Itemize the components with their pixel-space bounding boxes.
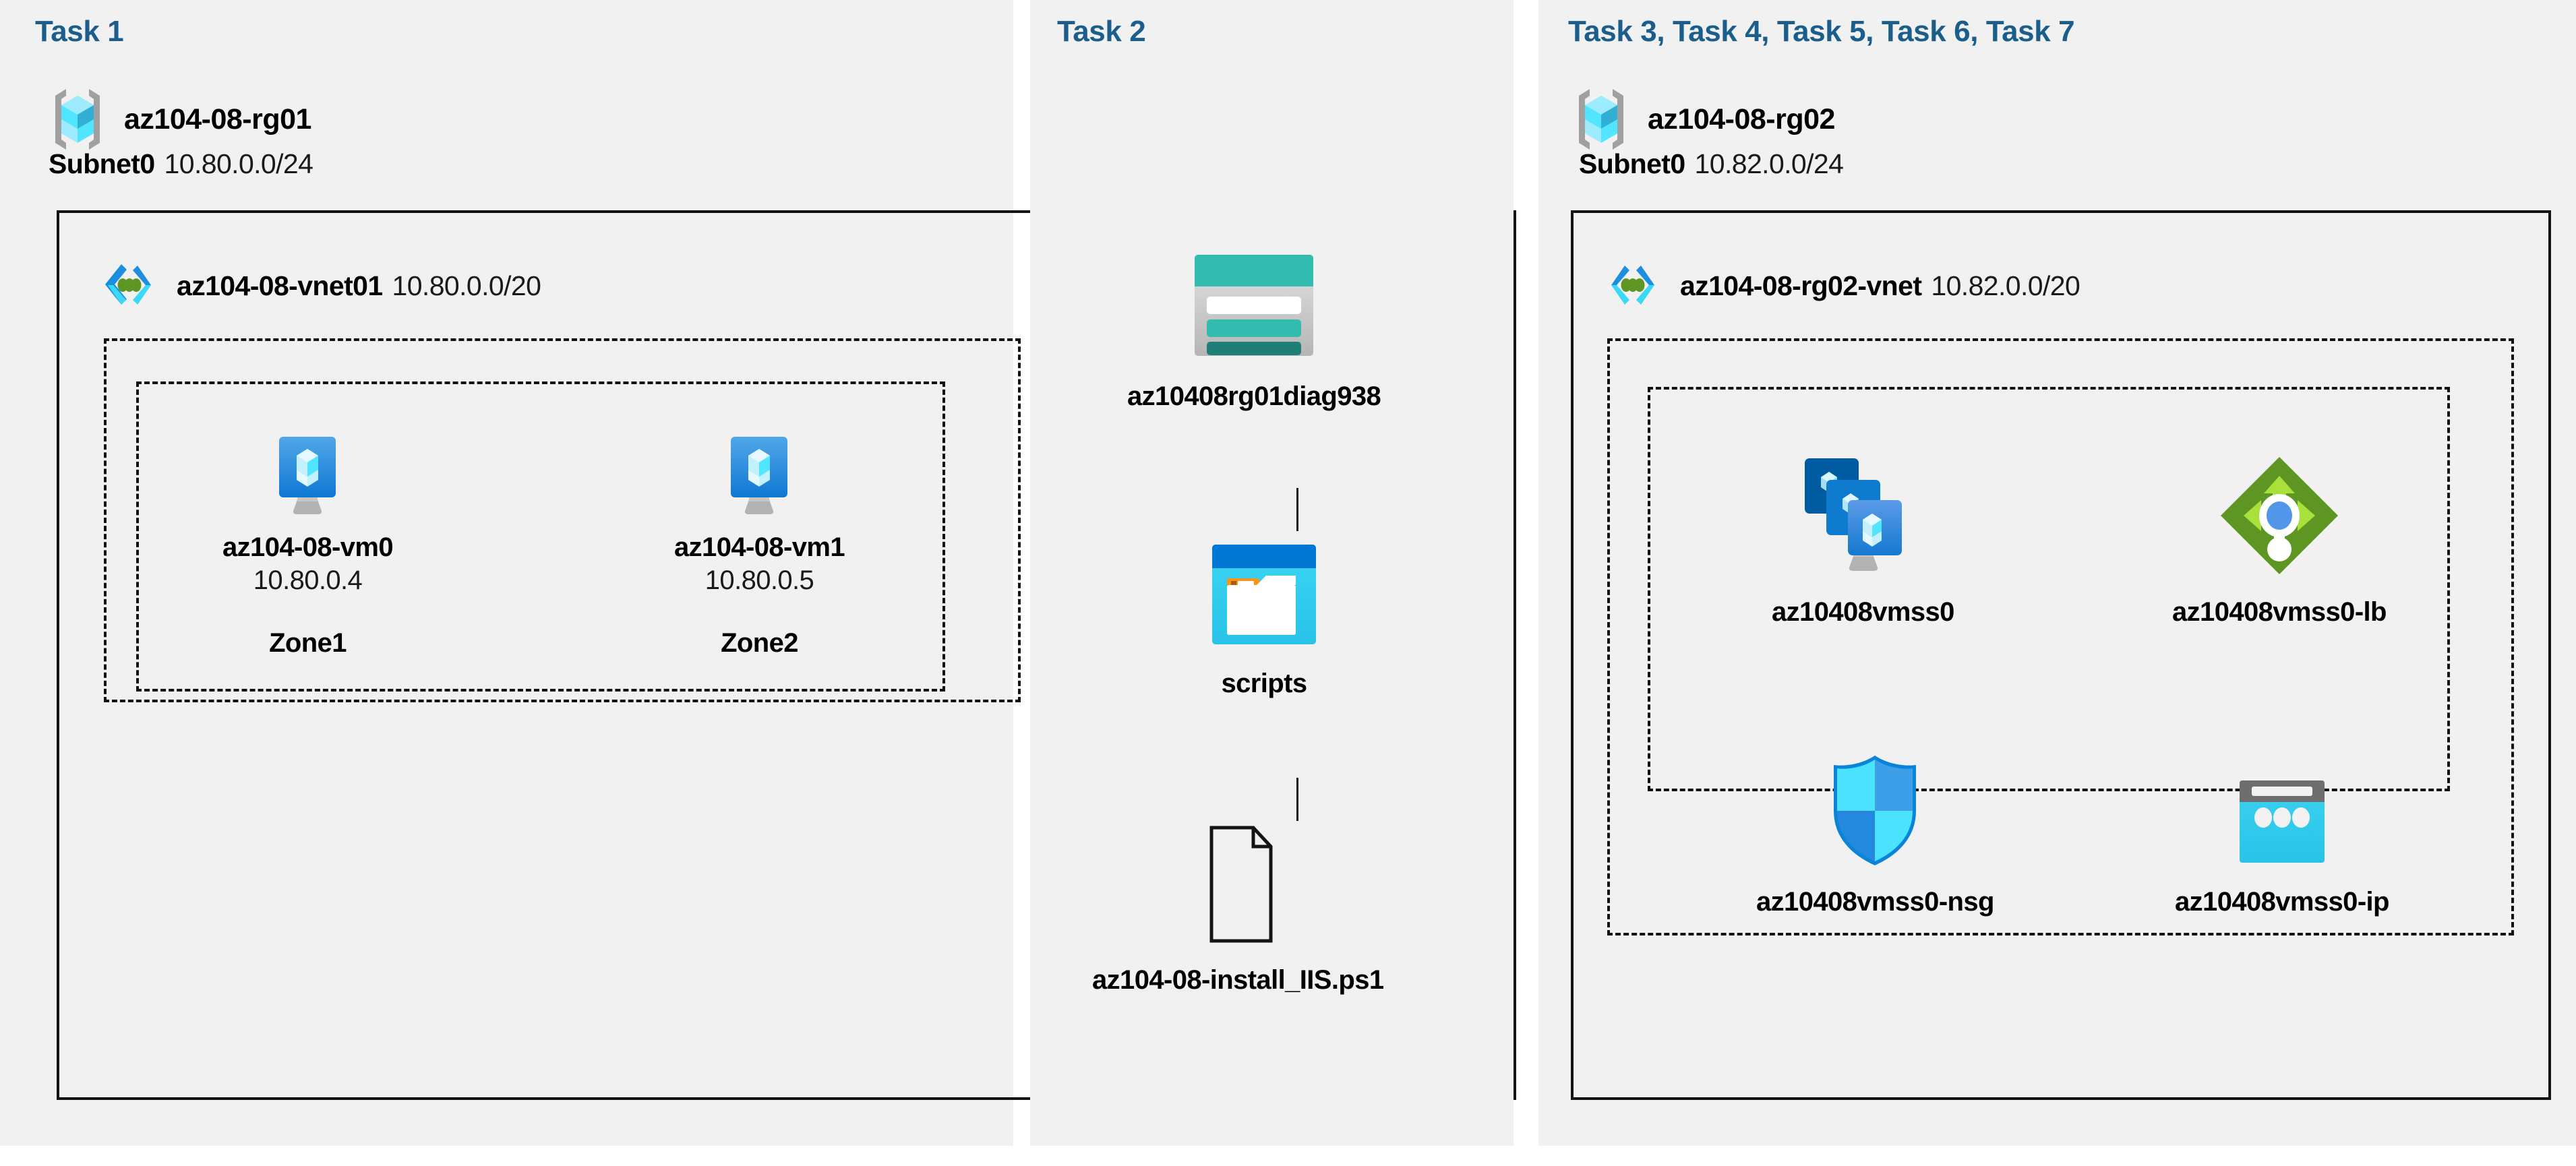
public-ip-address-icon <box>2231 775 2333 869</box>
vm-zone: Zone1 <box>269 628 347 658</box>
virtual-network-icon <box>98 255 160 317</box>
resource-node-public-ip-address[interactable]: az10408vmss0-ip <box>2175 775 2390 917</box>
vm-name: az104-08-vm1 <box>674 532 845 562</box>
subnet0-boundary <box>1607 338 2514 935</box>
resource-group-name: az104-08-rg01 <box>124 102 311 135</box>
script-file-icon <box>1187 824 1288 945</box>
storage-account-icon <box>1187 249 1321 361</box>
load-balancer-icon <box>2215 452 2343 580</box>
connector-scripts-to-file <box>1296 778 1298 821</box>
resource-group-az104-08-rg02: az104-08-rg02 <box>1572 86 1835 152</box>
connector-storage-to-scripts <box>1296 488 1298 531</box>
resource-node-script-file[interactable]: az104-08-install_IIS.ps1 <box>1092 824 1384 995</box>
subnet0-title: Subnet0 10.82.0.0/24 <box>1579 148 1844 180</box>
blob-container-name: scripts <box>1221 669 1308 698</box>
resource-node-blob-container[interactable]: scripts <box>1207 541 1321 699</box>
resource-group-az104-08-rg01: az104-08-rg01 <box>49 86 311 152</box>
vm-group-boundary <box>136 381 945 692</box>
vnet-cidr: 10.82.0.0/20 <box>1931 270 2080 301</box>
resource-group-icon <box>1572 86 1630 152</box>
subnet-cidr: 10.80.0.0/24 <box>164 148 313 179</box>
subnet-name: Subnet0 <box>49 148 155 179</box>
storage-account-name: az10408rg01diag938 <box>1127 381 1381 411</box>
resource-node-network-security-group[interactable]: az10408vmss0-nsg <box>1756 751 1994 917</box>
vm-scale-set-icon <box>1795 452 1930 580</box>
subnet0-boundary <box>104 338 1021 702</box>
resource-node-storage-account[interactable]: az10408rg01diag938 <box>1127 249 1381 412</box>
vmss-group-boundary <box>1648 387 2450 791</box>
task-2-label: Task 2 <box>1057 15 1146 48</box>
task-1-label: Task 1 <box>35 15 124 48</box>
vm-ip: 10.80.0.4 <box>253 565 363 595</box>
vnet-az104-08-rg02-vnet-boundary: az104-08-rg02-vnet 10.82.0.0/20 <box>1571 210 2551 1100</box>
resource-group-name: az104-08-rg02 <box>1648 102 1835 135</box>
vnet-header: az104-08-vnet01 10.80.0.0/20 <box>98 255 541 317</box>
vnet-header: az104-08-rg02-vnet 10.82.0.0/20 <box>1602 255 2080 317</box>
load-balancer-name: az10408vmss0-lb <box>2172 597 2387 627</box>
vmss-name: az10408vmss0 <box>1772 597 1954 627</box>
vm-zone: Zone2 <box>721 628 798 658</box>
subnet-cidr: 10.82.0.0/24 <box>1694 148 1844 179</box>
vnet-cidr: 10.80.0.0/20 <box>392 270 541 301</box>
virtual-network-icon <box>1602 255 1664 317</box>
panel-task-3-7: Task 3, Task 4, Task 5, Task 6, Task 7 a… <box>1538 0 2576 1146</box>
vm-name: az104-08-vm0 <box>222 532 394 562</box>
network-security-group-icon <box>1824 751 1925 869</box>
resource-group-icon <box>49 86 107 152</box>
blob-container-icon <box>1207 541 1321 648</box>
task-3-7-label: Task 3, Task 4, Task 5, Task 6, Task 7 <box>1568 15 2075 48</box>
resource-node-load-balancer[interactable]: az10408vmss0-lb <box>2172 452 2387 627</box>
vnet-name: az104-08-rg02-vnet <box>1680 270 1922 301</box>
vm-ip: 10.80.0.5 <box>705 565 814 595</box>
resource-node-vm-scale-set[interactable]: az10408vmss0 <box>1772 452 1954 627</box>
public-ip-name: az10408vmss0-ip <box>2175 887 2390 917</box>
resource-node-az104-08-vm1[interactable]: az104-08-vm1 10.80.0.5 Zone2 <box>674 431 845 658</box>
vnet-az104-08-vnet01-boundary: az104-08-vnet01 10.80.0.0/20 <box>57 210 1516 1100</box>
vnet-name: az104-08-vnet01 <box>177 270 383 301</box>
nsg-name: az10408vmss0-nsg <box>1756 887 1994 917</box>
subnet-name: Subnet0 <box>1579 148 1685 179</box>
script-file-name: az104-08-install_IIS.ps1 <box>1092 965 1384 995</box>
subnet0-title: Subnet0 10.80.0.0/24 <box>49 148 313 180</box>
panel-task-1: Task 1 az104-08-rg01 <box>0 0 1516 1146</box>
virtual-machine-icon <box>267 431 348 518</box>
virtual-machine-icon <box>719 431 800 518</box>
resource-node-az104-08-vm0[interactable]: az104-08-vm0 10.80.0.4 Zone1 <box>222 431 394 658</box>
